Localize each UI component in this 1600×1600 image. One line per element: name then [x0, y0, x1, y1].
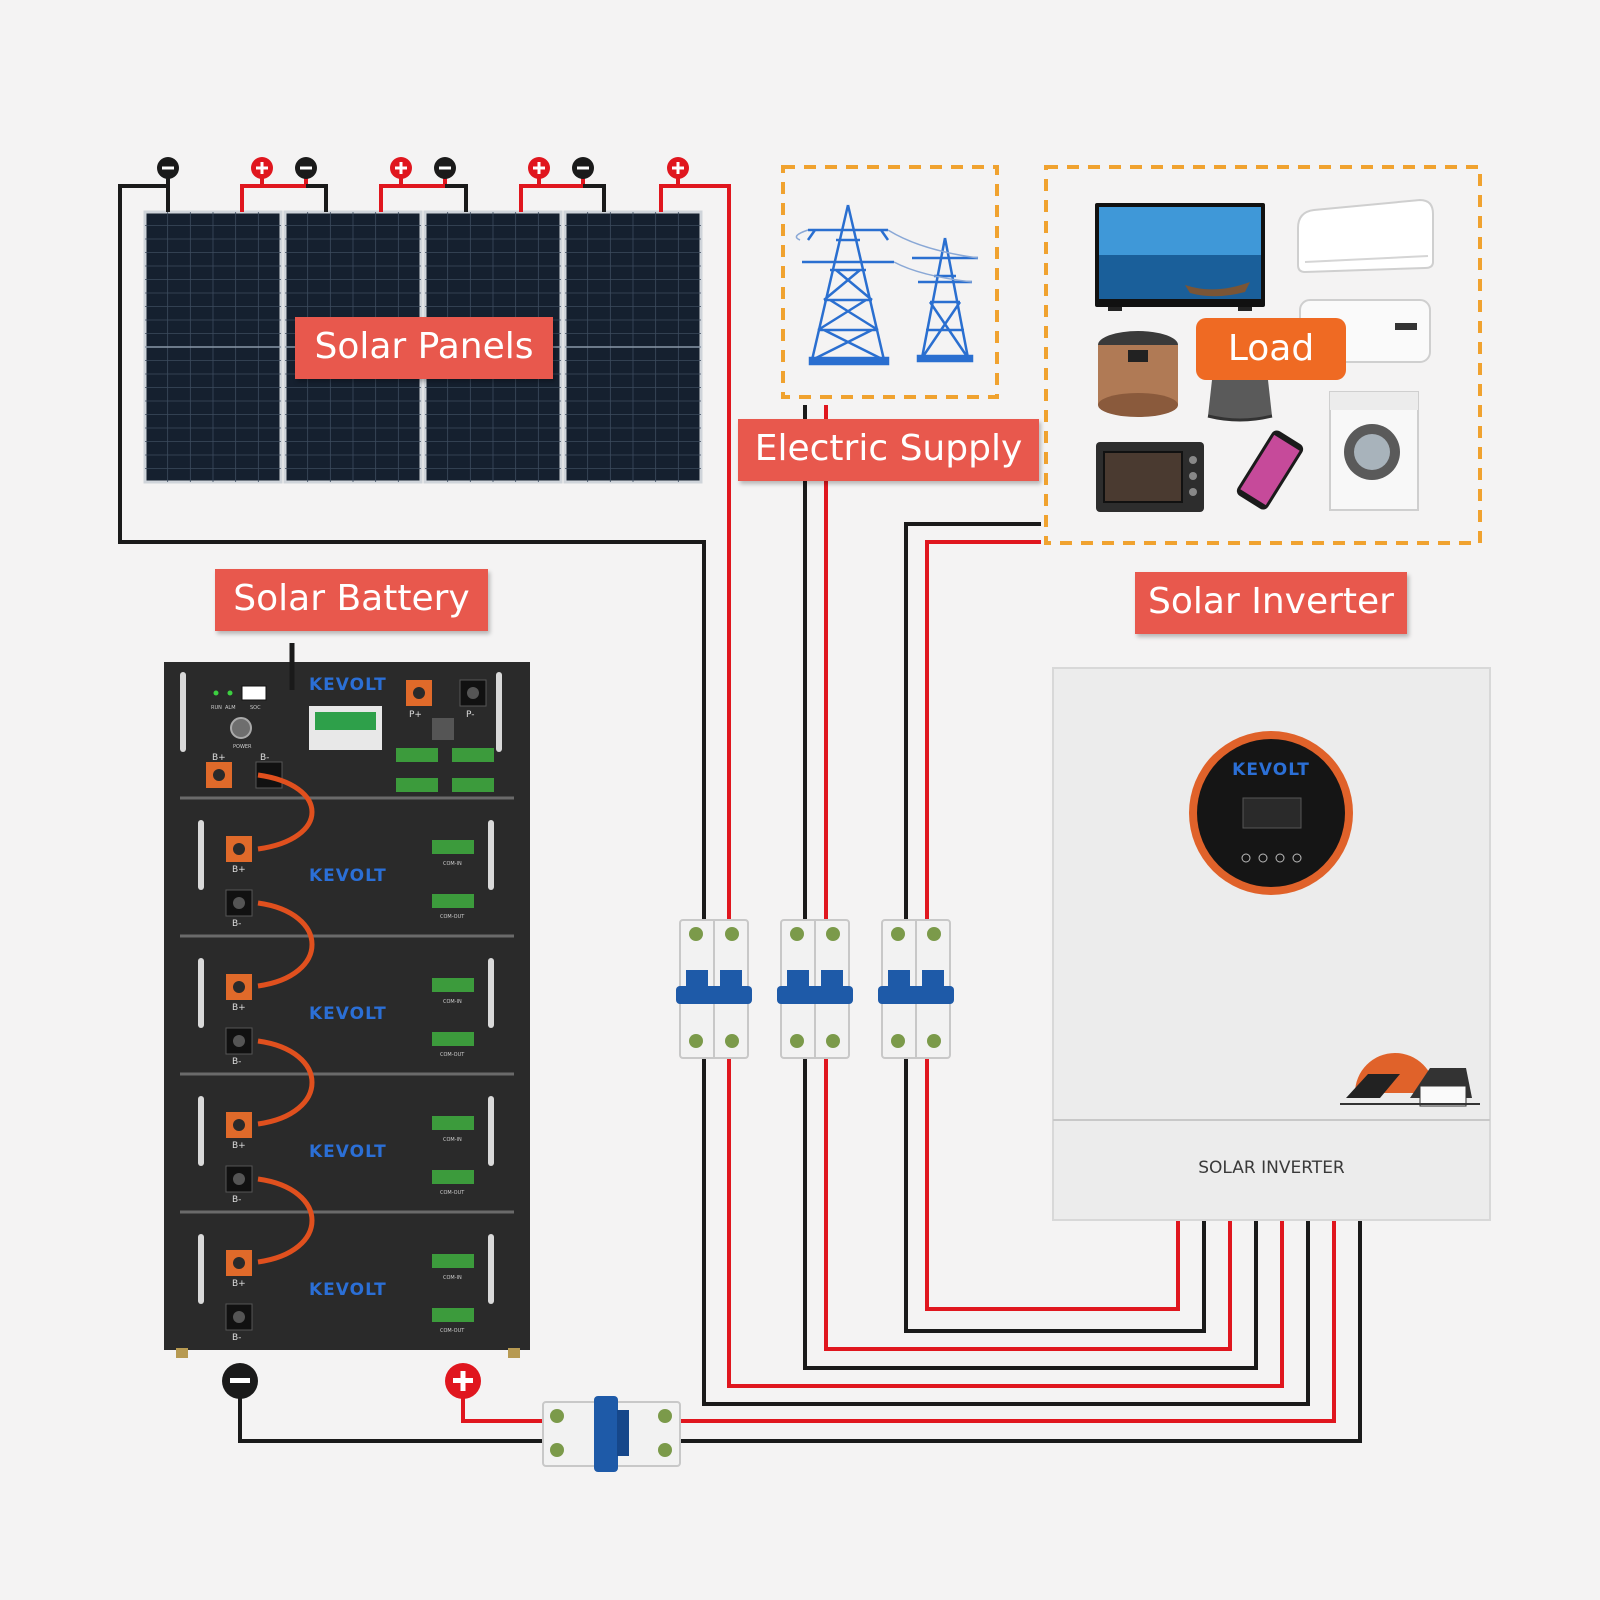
b-plus-label: B+: [232, 1279, 246, 1289]
com-in-label: COM-IN: [443, 999, 462, 1005]
power-button[interactable]: [230, 717, 252, 739]
battery-jumper-cable: [257, 900, 315, 989]
smartphone-icon: [1236, 430, 1304, 510]
com-out-label: COM-OUT: [440, 1328, 465, 1334]
positive-terminal-icon: [528, 157, 550, 179]
battery-module: KEVOLT B+ B- COM-IN COM-OUT: [180, 1210, 514, 1343]
solar-battery-stack: KEVOLT P+ P- B+ B- POWER SOC RUN ALM KEV…: [164, 643, 530, 1358]
positive-terminal-icon: [667, 157, 689, 179]
electric-supply-box: [781, 165, 999, 399]
solar-panels-label: Solar Panels: [295, 317, 553, 379]
air-conditioner-icon: [1297, 198, 1434, 274]
battery-dc-breaker[interactable]: [542, 1396, 681, 1472]
transmission-tower-icon: [795, 204, 979, 366]
svg-text:SOC: SOC: [250, 705, 261, 711]
solar-inverter-label: Solar Inverter: [1135, 572, 1407, 634]
svg-text:ALM: ALM: [225, 705, 236, 711]
inverter-button[interactable]: [1241, 853, 1251, 863]
com-out-label: COM-OUT: [440, 1190, 465, 1196]
inverter-wires: [238, 1054, 1362, 1443]
battery-brand-logo: KEVOLT: [309, 675, 387, 695]
inverter-caption: SOLAR INVERTER: [1198, 1158, 1345, 1178]
load-box: [1044, 165, 1482, 545]
load-label: Load: [1196, 318, 1346, 380]
svg-text:P-: P-: [466, 710, 474, 720]
kettle-icon: [1207, 380, 1273, 422]
com-in-label: COM-IN: [443, 861, 462, 867]
battery-module: KEVOLT B+ B- COM-IN COM-OUT: [180, 1072, 514, 1205]
com-out-label: COM-OUT: [440, 914, 465, 920]
washing-machine-icon: [1329, 391, 1419, 511]
battery-negative-terminal-icon: [222, 1363, 258, 1399]
negative-terminal-icon: [295, 157, 317, 179]
svg-text:RUN: RUN: [211, 705, 222, 711]
circuit-breaker[interactable]: [878, 919, 954, 1059]
battery-module-brand: KEVOLT: [309, 866, 387, 886]
battery-jumper-cable: [257, 1176, 315, 1265]
battery-positive-terminal-icon: [445, 1363, 481, 1399]
electric-supply-label: Electric Supply: [738, 419, 1039, 481]
b-minus-label: B-: [232, 1195, 241, 1205]
svg-text:B+: B+: [212, 753, 226, 763]
inverter-brand-logo: KEVOLT: [1232, 760, 1310, 780]
solar-inverter-unit: KEVOLT: [1052, 667, 1491, 1221]
negative-terminal-icon: [157, 157, 179, 179]
positive-terminal-icon: [251, 157, 273, 179]
b-plus-label: B+: [232, 1003, 246, 1013]
rice-cooker-icon: [1098, 331, 1178, 417]
com-in-label: COM-IN: [443, 1275, 462, 1281]
b-plus-label: B+: [232, 865, 246, 875]
svg-text:B-: B-: [260, 753, 269, 763]
positive-terminal-icon: [390, 157, 412, 179]
svg-text:P+: P+: [409, 710, 422, 720]
battery-module: KEVOLT B+ B- COM-IN COM-OUT: [180, 796, 514, 929]
b-plus-label: B+: [232, 1141, 246, 1151]
svg-text:POWER: POWER: [233, 744, 252, 750]
inverter-button[interactable]: [1275, 853, 1285, 863]
negative-terminal-icon: [572, 157, 594, 179]
tv-icon: [1095, 203, 1265, 311]
b-minus-label: B-: [232, 1057, 241, 1067]
inverter-lcd-display: [1242, 797, 1302, 829]
inverter-button[interactable]: [1258, 853, 1268, 863]
oven-icon: [1096, 442, 1204, 512]
grid-load-wires: [803, 405, 1041, 924]
solar-battery-label: Solar Battery: [215, 569, 488, 631]
panel-terminals: [157, 157, 689, 179]
battery-module-brand: KEVOLT: [309, 1142, 387, 1162]
battery-module-brand: KEVOLT: [309, 1280, 387, 1300]
battery-jumper-cable: [257, 772, 315, 852]
battery-jumper-cable: [257, 1038, 315, 1127]
com-in-label: COM-IN: [443, 1137, 462, 1143]
negative-terminal-icon: [434, 157, 456, 179]
circuit-breaker[interactable]: [676, 919, 752, 1059]
battery-module: KEVOLT B+ B- COM-IN COM-OUT: [180, 934, 514, 1067]
battery-module-brand: KEVOLT: [309, 1004, 387, 1024]
b-minus-label: B-: [232, 919, 241, 929]
battery-control-module: KEVOLT P+ P- B+ B- POWER SOC RUN ALM: [180, 672, 502, 792]
inverter-button[interactable]: [1292, 853, 1302, 863]
circuit-breaker[interactable]: [777, 919, 853, 1059]
house-sunset-icon: [1340, 1053, 1480, 1107]
com-out-label: COM-OUT: [440, 1052, 465, 1058]
b-minus-label: B-: [232, 1333, 241, 1343]
